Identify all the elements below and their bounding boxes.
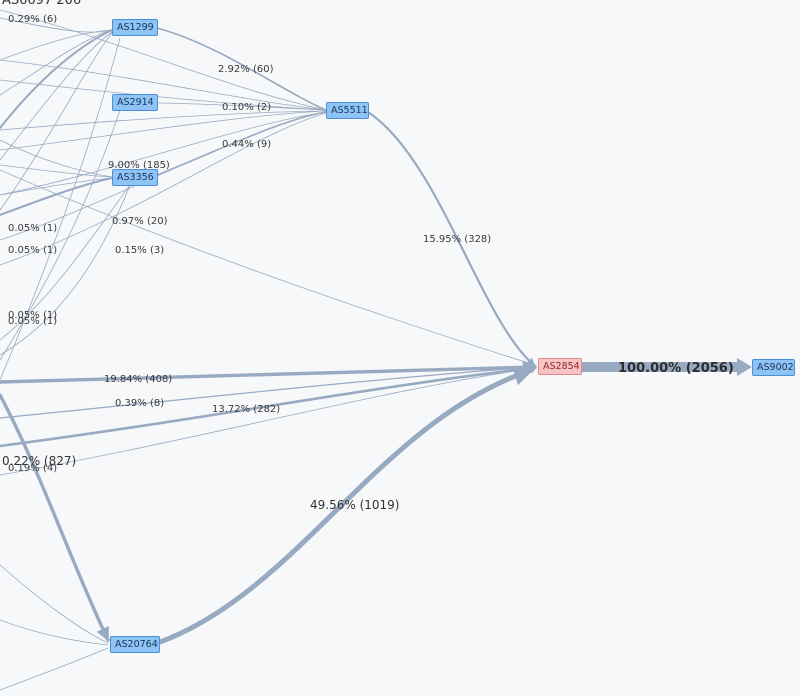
- edge-label: 0.22% (827): [2, 454, 76, 468]
- edge-label: 2.92% (60): [218, 64, 274, 75]
- node-as2854[interactable]: AS2854: [538, 358, 582, 375]
- edge-label: 15.95% (328): [423, 234, 491, 245]
- edge-label: 0.05% (1): [8, 316, 57, 327]
- edge-label: 0.39% (8): [115, 398, 164, 409]
- edge-label: 0.19% (4): [8, 463, 57, 474]
- edge-label: 0.29% (6): [8, 14, 57, 25]
- edge-label: 0.05% (1): [8, 223, 57, 234]
- node-as1299[interactable]: AS1299: [112, 19, 158, 36]
- edges-crossing-left: [0, 37, 536, 381]
- edge-label: 0.15% (3): [115, 245, 164, 256]
- edges-into-as20764: [0, 393, 110, 691]
- arrowhead-as9002: [737, 358, 752, 376]
- edge-label: 9.00% (185): [108, 160, 170, 171]
- edge-as5511-as2854: [366, 110, 537, 368]
- edge-label: 0.05% (1): [8, 245, 57, 256]
- edges-into-as3356: [0, 139, 113, 216]
- edges-into-as5511: [0, 9, 327, 266]
- node-as3356[interactable]: AS3356: [112, 169, 158, 186]
- edge-as20764-as2854: [157, 366, 535, 645]
- edge-label: 0.97% (20): [112, 216, 168, 227]
- node-as9002[interactable]: AS9002: [752, 359, 795, 376]
- edge-label: 0.44% (9): [222, 139, 271, 150]
- edges-into-as1299: [0, 17, 113, 211]
- top-edge-label: AS6697 206: [2, 0, 82, 8]
- node-as20764[interactable]: AS20764: [110, 636, 160, 653]
- node-as5511[interactable]: AS5511: [326, 102, 369, 119]
- edges-into-as2854: [0, 360, 537, 476]
- edge-label: 13.72% (282): [212, 404, 280, 415]
- edge-label: 19.84% (408): [104, 374, 172, 385]
- edge-label: 100.00% (2056): [618, 361, 734, 376]
- edge-labels: 0.29% (6) 2.92% (60) 0.10% (2) 0.44% (9)…: [2, 14, 734, 512]
- edge-label: 0.05% (1): [8, 310, 57, 321]
- edge-label: 49.56% (1019): [310, 498, 399, 512]
- edge-label: 0.10% (2): [222, 102, 271, 113]
- node-as2914[interactable]: AS2914: [112, 94, 158, 111]
